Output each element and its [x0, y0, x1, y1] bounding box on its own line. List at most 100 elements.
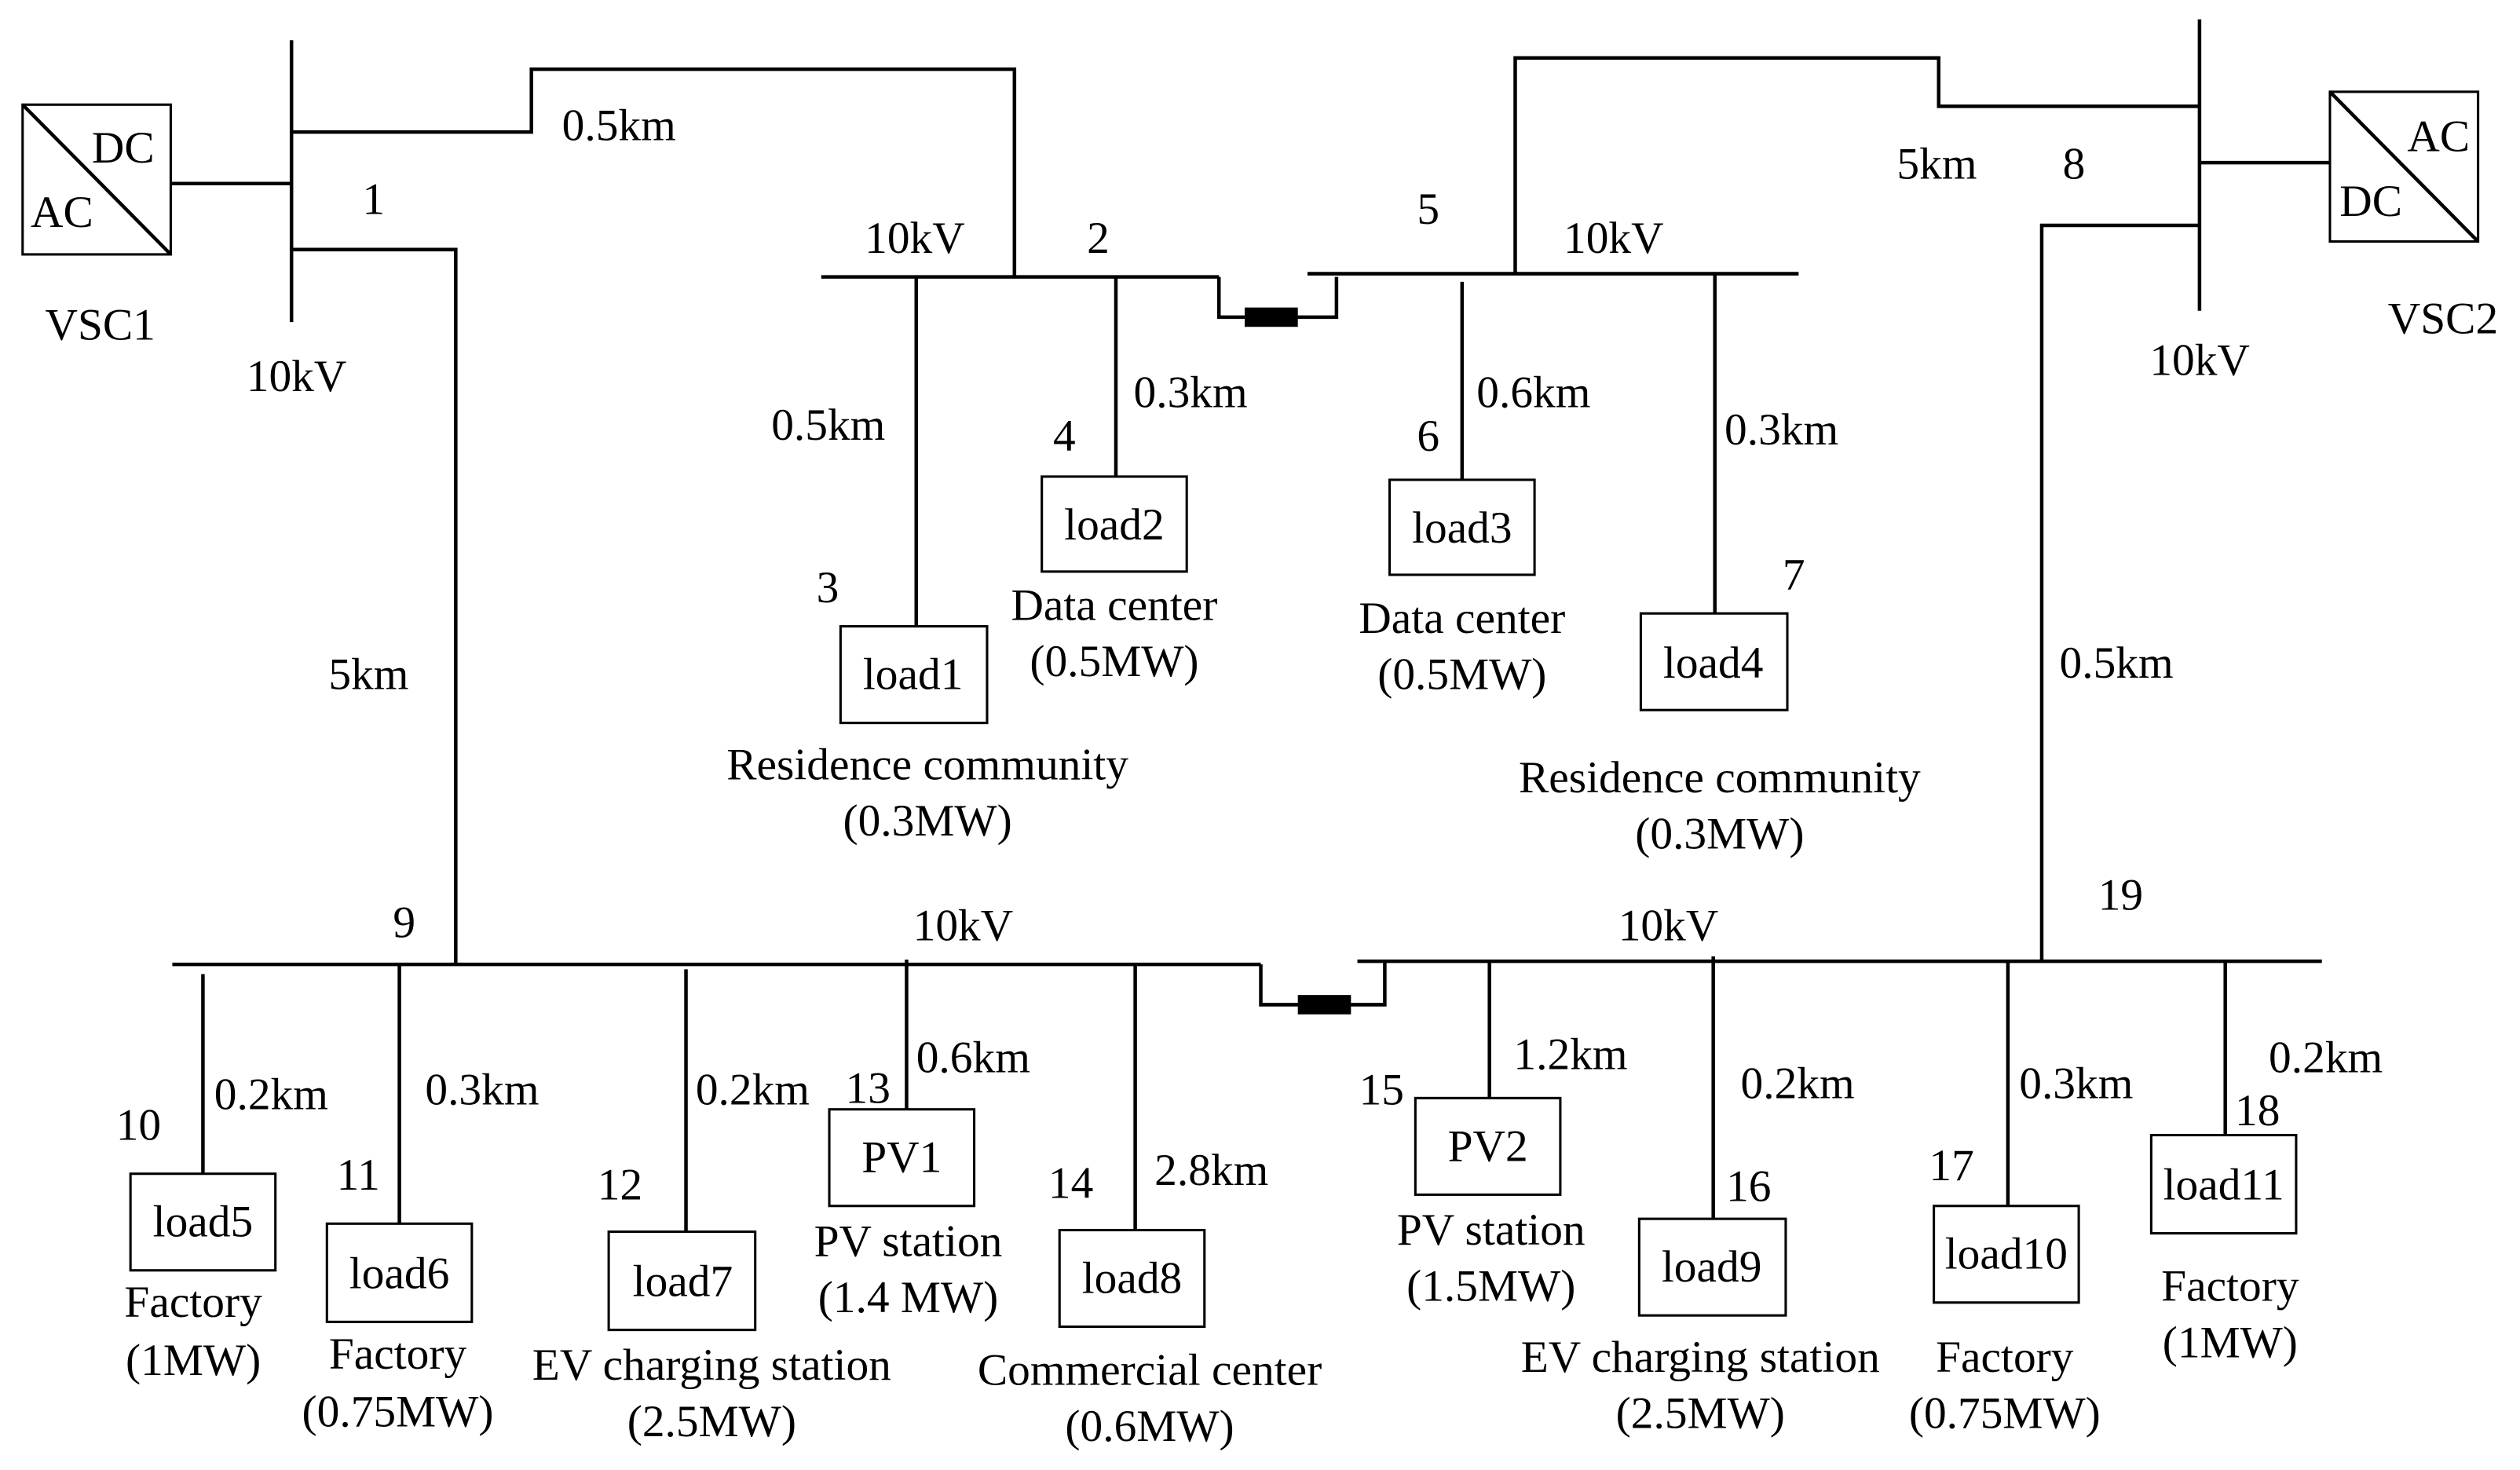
load2-label: load2	[1064, 500, 1165, 550]
bus-5: 5 10kV	[1307, 185, 1799, 276]
load3-label: load3	[1412, 503, 1512, 553]
bus-1-voltage: 10kV	[247, 352, 347, 401]
vsc1-converter: DC AC VSC1	[21, 103, 173, 350]
line-1-9: 5km	[291, 247, 458, 965]
node-4-label: 4	[1053, 411, 1076, 461]
load2-power: (0.5MW)	[1030, 637, 1198, 686]
load8-box	[1058, 1228, 1206, 1329]
load7-label: load7	[633, 1257, 733, 1307]
branch-19-16-length: 0.2km	[1741, 1059, 1855, 1108]
load7-box	[607, 1230, 757, 1332]
bus-8: 8 10kV	[2063, 19, 2330, 386]
branch-9-13-length: 0.6km	[916, 1033, 1030, 1083]
bus-2-voltage: 10kV	[865, 214, 965, 263]
line-1-9-path	[291, 247, 458, 965]
pv1-power: (1.4 MW)	[818, 1273, 999, 1322]
branch-19-18: 0.2km 18 load11 Factory (1MW)	[2149, 961, 2383, 1367]
bus-19: 10kV 19	[1357, 870, 2322, 964]
node-15-label: 15	[1359, 1066, 1404, 1115]
node-16-label: 16	[1726, 1162, 1771, 1212]
load9-power: (2.5MW)	[1616, 1389, 1785, 1439]
load1-box	[839, 625, 989, 725]
load3-box	[1388, 478, 1536, 576]
load6-box	[325, 1222, 474, 1323]
pv1-label: PV1	[861, 1133, 942, 1183]
branch-19-16: 0.2km 16 load9 EV charging station (2.5M…	[1521, 956, 1880, 1439]
load9-type: EV charging station	[1521, 1333, 1880, 1382]
bus-2: 10kV 2	[821, 214, 1220, 279]
load7-type: EV charging station	[532, 1340, 891, 1390]
load1-type: Residence community	[726, 740, 1128, 789]
branch-19-17: 0.3km 17 load10 Factory (0.75MW)	[1909, 961, 2133, 1439]
load6-type: Factory	[329, 1329, 467, 1379]
line-8-19-path	[2039, 223, 2200, 962]
branch-9-10: 0.2km 10 load5 Factory (1MW)	[116, 974, 328, 1385]
vsc1-diagonal	[21, 103, 173, 256]
load4-type: Residence community	[1519, 753, 1921, 803]
line-8-19: 0.5km	[2039, 223, 2200, 962]
load2-type: Data center	[1011, 580, 1217, 630]
tie-switch-9-19-breaker	[1297, 995, 1351, 1015]
load11-type: Factory	[2161, 1262, 2299, 1311]
load4-label: load4	[1663, 638, 1764, 688]
node-12-label: 12	[598, 1161, 642, 1210]
load8-power: (0.6MW)	[1065, 1402, 1234, 1451]
vsc1-dc-label: DC	[92, 123, 155, 173]
load1-label: load1	[863, 650, 964, 700]
line-1-2-length: 0.5km	[562, 101, 676, 150]
branch-2-4: 0.3km 4 load2 Data center (0.5MW)	[1011, 276, 1248, 686]
bus-9-voltage: 10kV	[913, 901, 1014, 950]
load8-type: Commercial center	[978, 1345, 1322, 1395]
vsc1-ac-label: AC	[31, 188, 93, 237]
vsc2-diagonal	[2328, 90, 2480, 243]
pv2-power: (1.5MW)	[1406, 1262, 1575, 1311]
bus-19-voltage: 10kV	[1618, 901, 1719, 950]
pv1-type: PV station	[814, 1216, 1003, 1266]
load5-box	[129, 1172, 277, 1272]
branch-2-3-length: 0.5km	[771, 400, 885, 450]
branch-19-17-length: 0.3km	[2019, 1059, 2133, 1108]
load5-power: (1MW)	[126, 1336, 261, 1385]
vsc2-ac-label: AC	[2407, 112, 2470, 162]
load6-power: (0.75MW)	[302, 1388, 494, 1437]
load9-box	[1637, 1217, 1787, 1317]
branch-9-11: 0.3km 11 load6 Factory (0.75MW)	[302, 964, 539, 1437]
vsc2-converter: AC DC VSC2	[2328, 90, 2498, 343]
branch-19-15-length: 1.2km	[1513, 1029, 1627, 1079]
load10-box	[1933, 1205, 2080, 1304]
node-19-label: 19	[2098, 870, 2143, 920]
pv2-type: PV station	[1397, 1205, 1586, 1255]
tie-switch-2-5	[1216, 276, 1339, 327]
load10-label: load10	[1945, 1230, 2068, 1279]
node-7-label: 7	[1783, 550, 1805, 599]
tie-switch-2-5-breaker	[1245, 307, 1298, 327]
load10-power: (0.75MW)	[1909, 1389, 2101, 1439]
load2-box	[1041, 475, 1188, 573]
line-8-19-length: 0.5km	[2060, 638, 2174, 688]
node-3-label: 3	[817, 563, 839, 612]
line-1-2: 0.5km	[291, 67, 1017, 277]
line-5-8-path	[1513, 56, 2200, 274]
branch-9-14-length: 2.8km	[1154, 1146, 1268, 1195]
bus-9: 9 10kV	[172, 898, 1261, 967]
branch-5-6: 0.6km 6 load3 Data center (0.5MW)	[1359, 281, 1590, 700]
load11-box	[2149, 1133, 2298, 1235]
line-1-9-length: 5km	[328, 650, 408, 700]
load11-label: load11	[2163, 1161, 2284, 1210]
branch-9-12: 0.2km 12 load7 EV charging station (2.5M…	[532, 969, 891, 1446]
load5-label: load5	[153, 1198, 254, 1247]
node-18-label: 18	[2235, 1086, 2280, 1135]
branch-5-7: 0.3km 7 load4 Residence community (0.3MW…	[1519, 273, 1921, 859]
line-5-8-length: 5km	[1896, 140, 1977, 189]
tie-switch-9-19	[1259, 961, 1387, 1015]
branch-9-11-length: 0.3km	[425, 1066, 539, 1115]
branch-9-10-length: 0.2km	[214, 1070, 328, 1120]
node-17-label: 17	[1929, 1141, 1973, 1190]
node-1-label: 1	[362, 175, 385, 225]
pv1-box	[828, 1108, 976, 1208]
load5-type: Factory	[124, 1278, 262, 1327]
load8-label: load8	[1082, 1253, 1183, 1303]
line-5-8: 5km	[1513, 56, 2200, 274]
node-10-label: 10	[116, 1101, 161, 1150]
load3-type: Data center	[1359, 594, 1565, 643]
